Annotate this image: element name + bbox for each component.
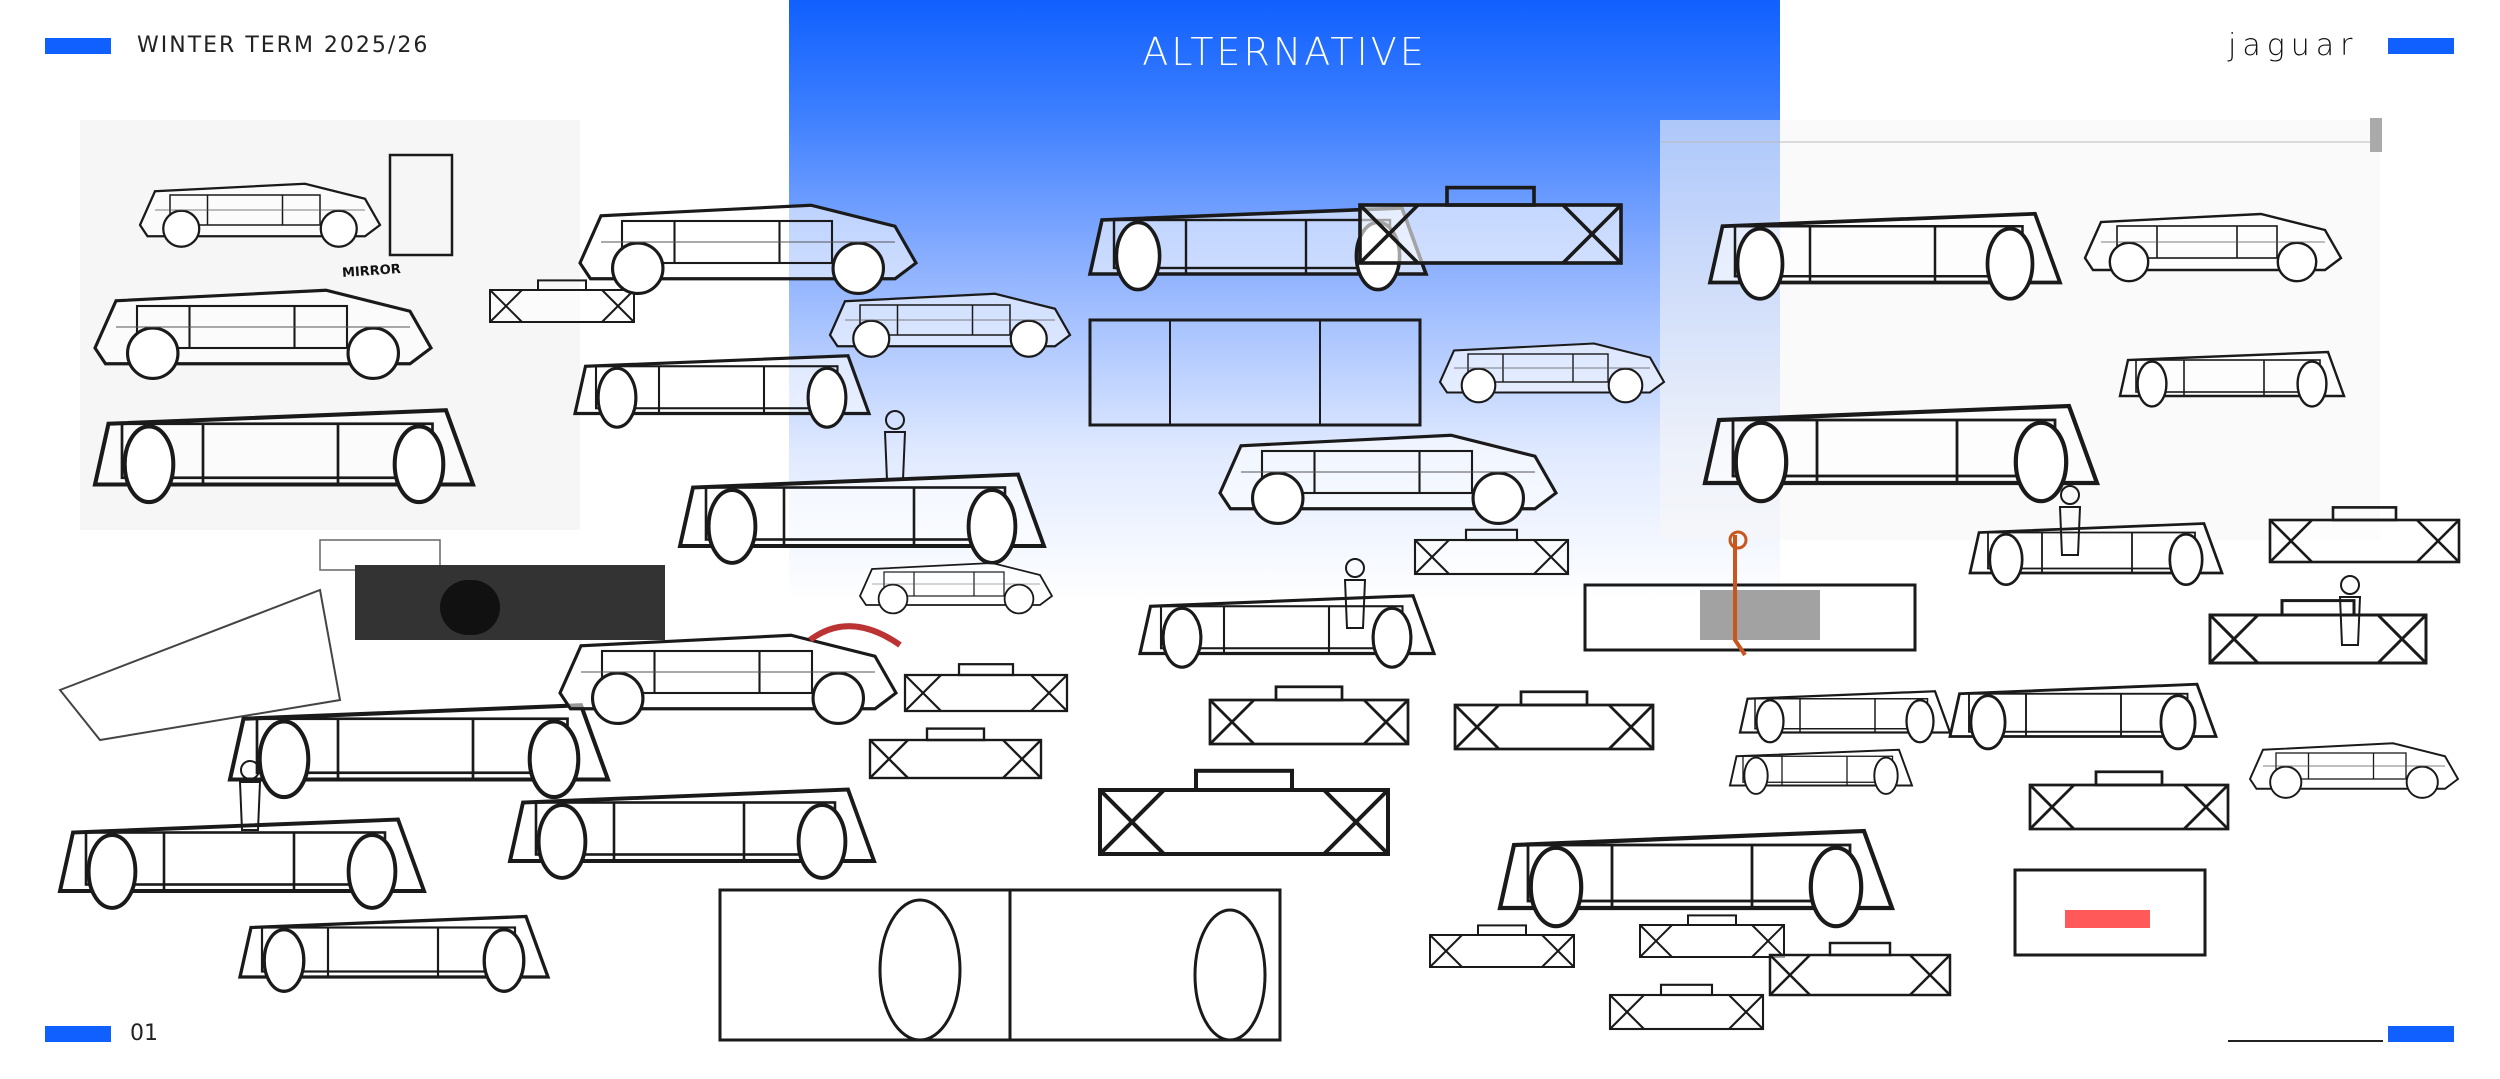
accent-bar-bottom-right <box>2388 1026 2454 1042</box>
term-label: WINTER TERM 2025/26 <box>137 33 430 58</box>
footer-rule <box>2228 1040 2383 1042</box>
accent-bar-bottom-left <box>45 1026 111 1042</box>
accent-bar-top-left <box>45 38 111 54</box>
brand-logo: jaguar <box>2228 28 2359 63</box>
panel-title: ALTERNATIVE <box>1142 30 1427 74</box>
accent-bar-top-right <box>2388 38 2454 54</box>
page-number: 01 <box>130 1021 158 1046</box>
